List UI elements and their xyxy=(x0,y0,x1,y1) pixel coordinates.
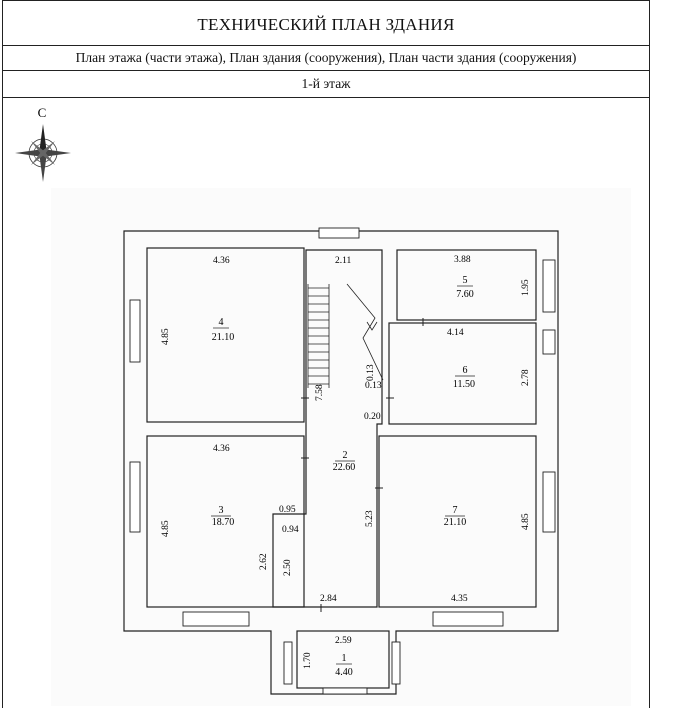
dim-hall-bottom: 2.84 xyxy=(320,594,337,604)
dim-room7-right: 4.85 xyxy=(521,513,531,530)
room-3-number: 3 xyxy=(219,505,224,516)
plan-sheet: ТЕХНИЧЕСКИЙ ПЛАН ЗДАНИЯ План этажа (част… xyxy=(2,0,650,708)
room-5-outline xyxy=(396,249,537,321)
dim-wall-gap: 0.20 xyxy=(364,412,381,422)
room-6-number: 6 xyxy=(463,365,468,376)
room-4-outline xyxy=(146,247,305,423)
staircase xyxy=(307,283,384,388)
dim-hall-left: 7.58 xyxy=(315,384,325,401)
windows xyxy=(129,227,556,695)
room-1-number: 1 xyxy=(342,653,347,664)
dim-hall-lower-left-1: 2.62 xyxy=(259,553,269,570)
floor-plan-drawing: С xyxy=(15,105,631,706)
room-3-area: 18.70 xyxy=(212,517,235,528)
dim-hall-step-1: 0.95 xyxy=(279,505,296,515)
outer-wall xyxy=(123,230,559,695)
plan-type-subtitle: План этажа (части этажа), План здания (с… xyxy=(3,45,649,71)
sheet-top-border xyxy=(3,0,649,1)
dim-room3-left: 4.85 xyxy=(161,520,171,537)
dim-hall-right: 5.23 xyxy=(365,510,375,527)
room-3-outline xyxy=(146,435,305,608)
dim-room7-bottom: 4.35 xyxy=(451,594,468,604)
dim-stair-gap-2: 0.13 xyxy=(365,381,382,391)
room-4-area: 21.10 xyxy=(212,332,235,343)
room-5-area: 7.60 xyxy=(456,289,474,300)
room-2-number: 2 xyxy=(343,450,348,461)
dim-stair-top: 2.11 xyxy=(335,256,352,266)
room-7-outline xyxy=(378,435,537,608)
dim-room5-right: 1.95 xyxy=(521,279,531,296)
dim-porch-top: 2.59 xyxy=(335,636,352,646)
room-4-number: 4 xyxy=(219,317,224,328)
dim-room6-right: 2.78 xyxy=(521,369,531,386)
room-1-area: 4.40 xyxy=(335,667,353,678)
compass-north-label: С xyxy=(38,105,47,120)
dim-hall-step-2: 0.94 xyxy=(282,525,299,535)
door-marks xyxy=(301,318,424,612)
dim-room5-top: 3.88 xyxy=(454,255,471,265)
room-2-outline xyxy=(272,249,383,608)
dim-room6-top: 4.14 xyxy=(447,328,464,338)
room-7-area: 21.10 xyxy=(444,517,467,528)
dim-room3-top: 4.36 xyxy=(213,444,230,454)
room-7-number: 7 xyxy=(453,505,458,516)
floor-label: 1-й этаж xyxy=(3,70,649,98)
room-6-outline xyxy=(388,322,537,425)
room-6-area: 11.50 xyxy=(453,379,475,390)
dim-room4-left: 4.85 xyxy=(161,328,171,345)
compass-icon: С xyxy=(15,105,71,182)
dim-room4-top: 4.36 xyxy=(213,256,230,266)
document-title: ТЕХНИЧЕСКИЙ ПЛАН ЗДАНИЯ xyxy=(3,0,649,46)
dim-porch-left: 1.70 xyxy=(303,652,313,669)
room-5-number: 5 xyxy=(463,275,468,286)
dim-stair-gap-1: 0.13 xyxy=(366,364,376,381)
dim-hall-lower-left-2: 2.50 xyxy=(283,559,293,576)
room-2-area: 22.60 xyxy=(333,462,356,473)
